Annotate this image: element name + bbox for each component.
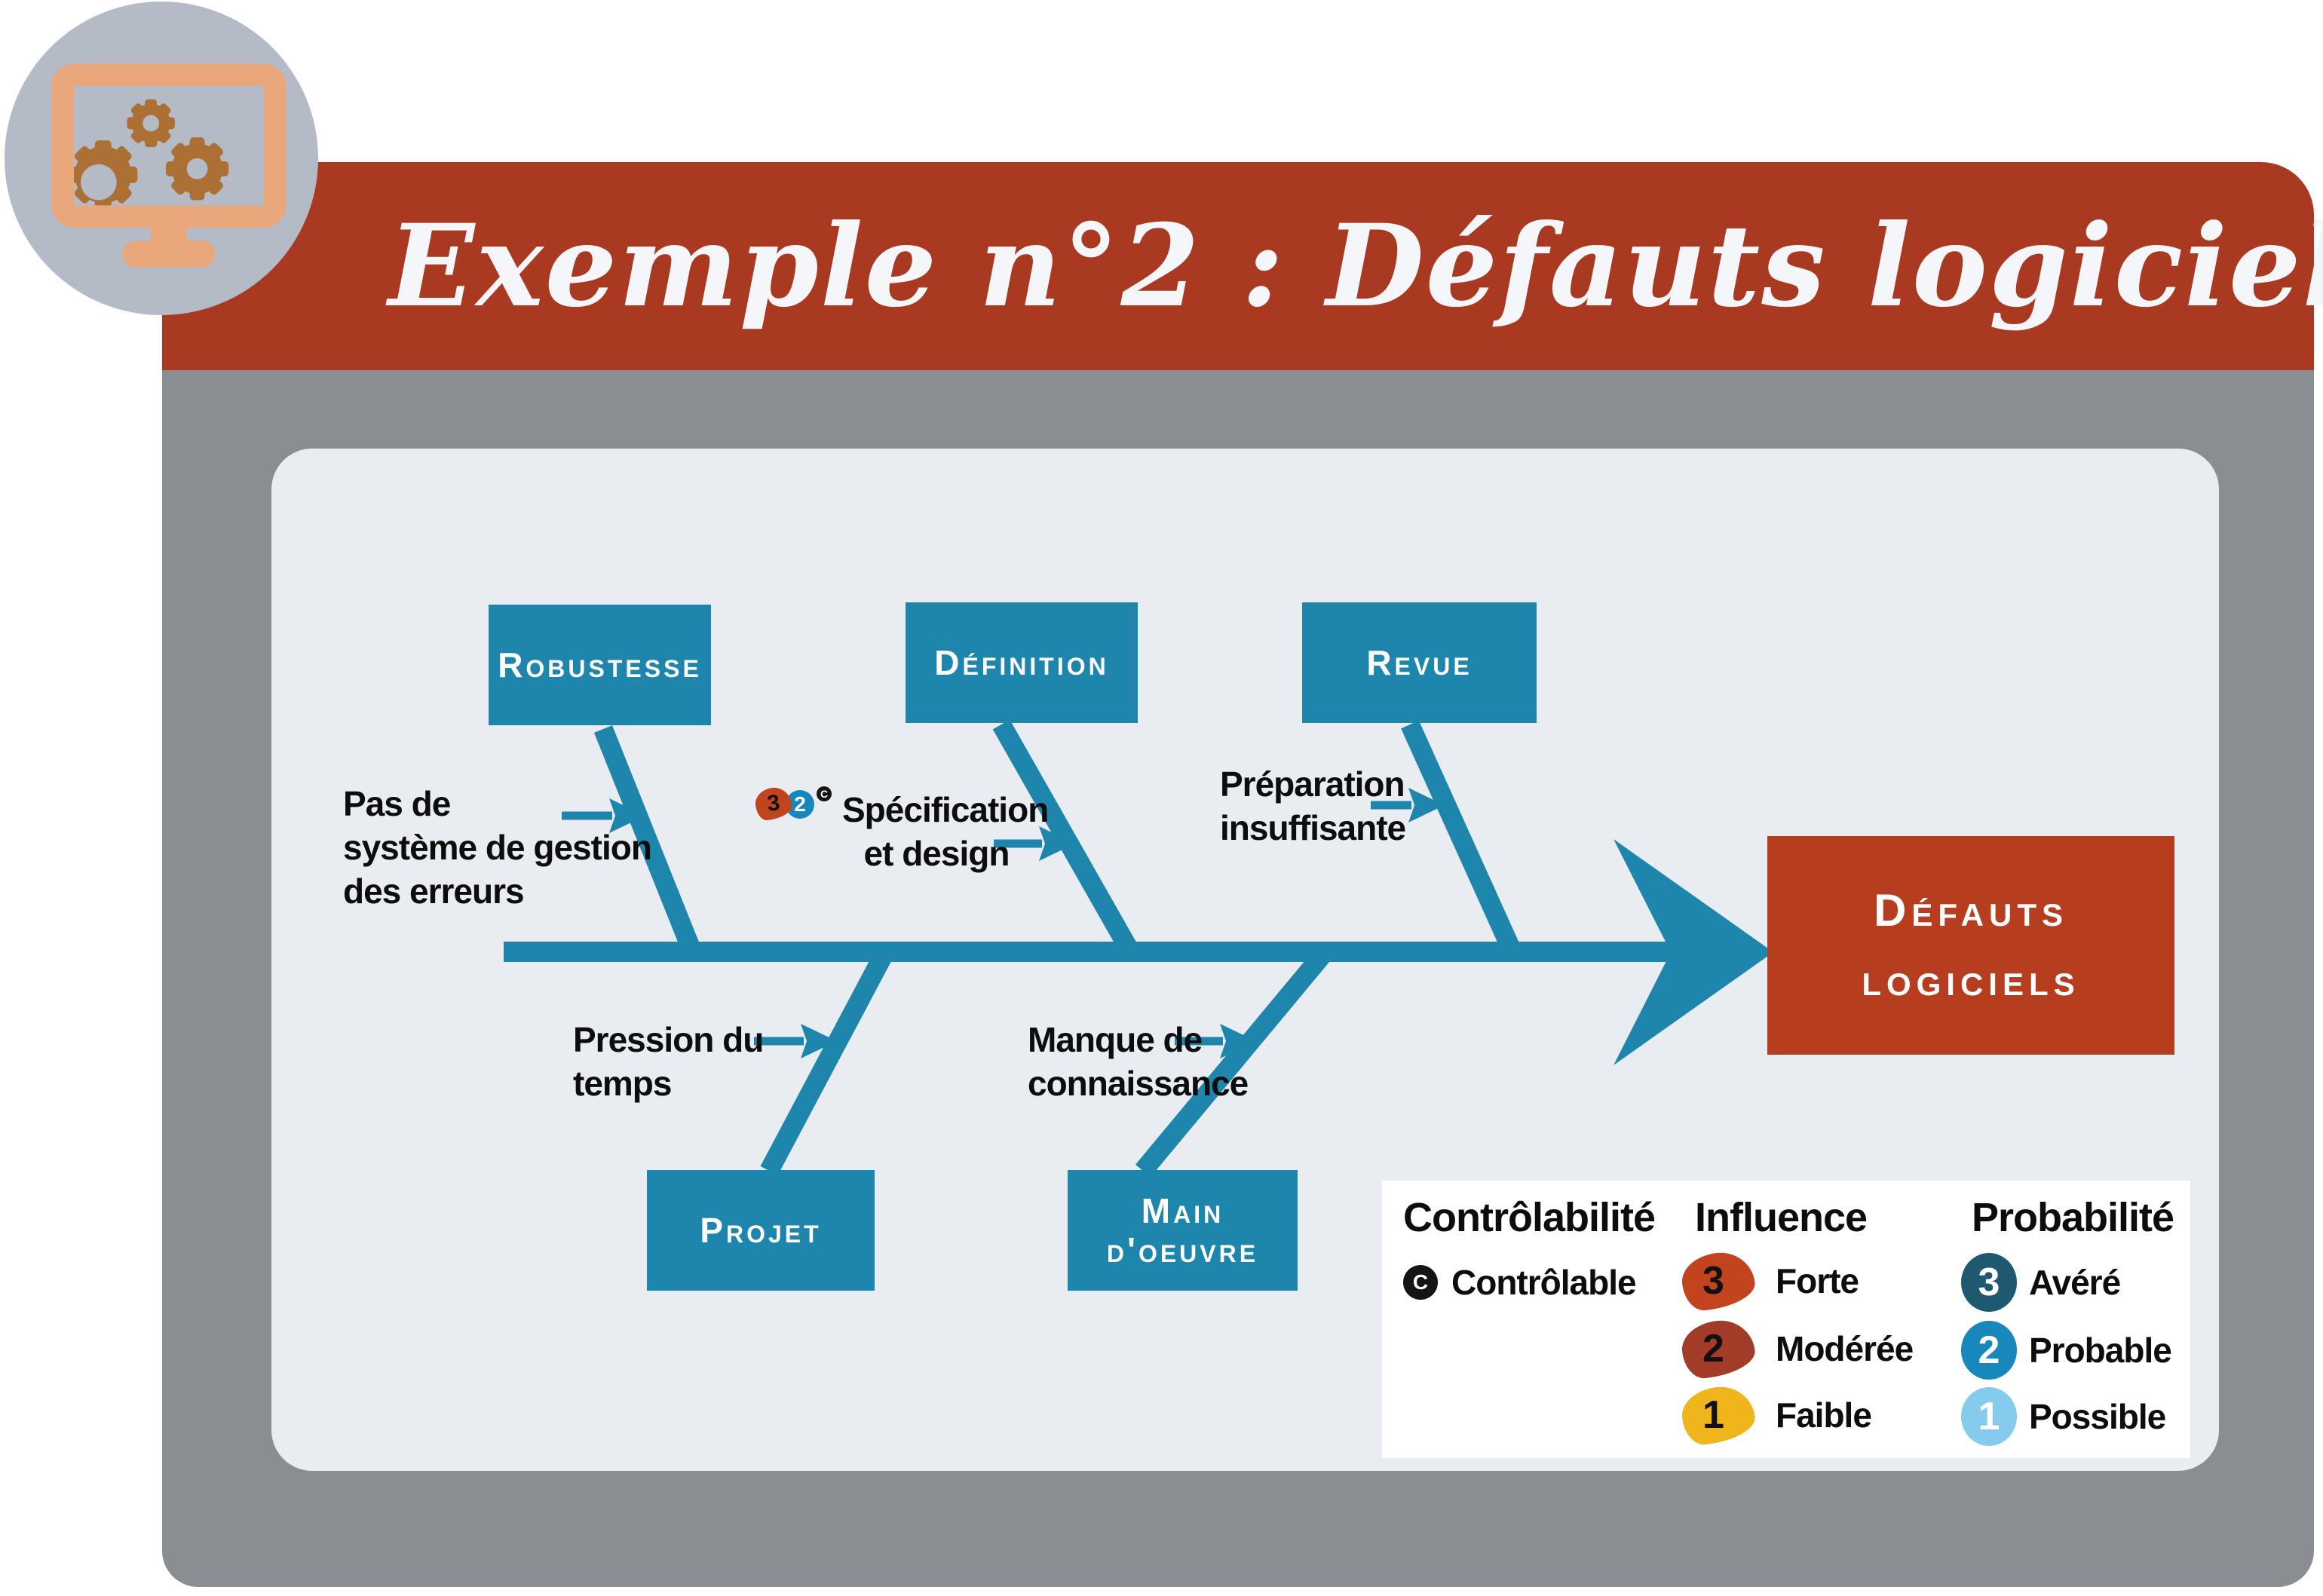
cause-main-doeuvre: Manque de connaissance — [1028, 1018, 1249, 1105]
cause-line: système de gestion — [343, 828, 652, 867]
cause-line: Manque de — [1028, 1020, 1203, 1059]
cause-revue: Préparation insuffisante — [1220, 762, 1406, 850]
category-box-definition: Définition — [906, 602, 1138, 723]
legend-header-controllability: Contrôlabilité — [1403, 1195, 1656, 1240]
cause-arrowhead-icon — [1039, 826, 1075, 861]
cause-robustesse: Pas de système de gestion des erreurs — [343, 782, 652, 913]
diagram-panel: Robustesse Définition Revue Projet Main … — [271, 449, 2219, 1471]
probability-badge: 3 — [1961, 1253, 2017, 1312]
cause-line: temps — [573, 1064, 672, 1103]
legend-row-controllable: C Contrôlable — [1403, 1262, 1637, 1303]
legend-label: Probable — [2029, 1331, 2172, 1370]
effect-box: Défauts logiciels — [1767, 836, 2174, 1055]
legend-label: Modérée — [1776, 1329, 1914, 1368]
badge-value: 2 — [1702, 1327, 1724, 1371]
influence-badge: 2 — [1679, 1317, 1758, 1380]
effect-label: logiciels — [1862, 954, 2080, 1005]
cause-line: Préparation — [1220, 764, 1405, 804]
cause-arrowhead-icon — [609, 798, 645, 833]
category-label: Projet — [700, 1211, 822, 1250]
cause-text: Spécification et design — [842, 788, 1049, 875]
category-box-main-doeuvre: Main d'oeuvre — [1068, 1170, 1298, 1291]
cause-arrowhead-icon — [1408, 788, 1445, 823]
category-label: Revue — [1366, 643, 1473, 682]
legend-header-influence: Influence — [1695, 1195, 1868, 1240]
cause-line: Pression du — [573, 1020, 764, 1059]
fishbone-skeleton — [504, 719, 1773, 1178]
cause-arrowhead-icon — [1220, 1024, 1256, 1058]
badge-value: 1 — [1702, 1393, 1724, 1438]
branch-main-doeuvre — [1135, 941, 1336, 1178]
cause-line: des erreurs — [343, 872, 525, 911]
legend: Contrôlabilité Influence Probabilité C C… — [1382, 1181, 2190, 1458]
badge-value: 3 — [1702, 1259, 1724, 1303]
app-badge — [5, 2, 318, 315]
legend-label: Possible — [2029, 1397, 2166, 1436]
influence-badge: 3 — [1679, 1249, 1758, 1313]
influence-badge: 1 — [1679, 1383, 1758, 1447]
page-title: Exemple n°2 : Défauts logiciel — [388, 200, 2323, 332]
branch-revue — [1401, 720, 1523, 960]
cause-arrowhead-icon — [801, 1024, 837, 1058]
cause-line: Spécification — [842, 790, 1049, 829]
influence-badge: 3 — [753, 786, 794, 822]
controllable-icon: C — [1403, 1265, 1438, 1300]
category-box-revue: Revue — [1302, 602, 1537, 723]
category-label: Définition — [934, 643, 1109, 682]
category-box-projet: Projet — [647, 1170, 875, 1291]
legend-label: Avéré — [2029, 1263, 2121, 1302]
effect-label: Défauts — [1873, 885, 2068, 936]
legend-row-influence-forte: 3 Forte — [1679, 1249, 1859, 1313]
legend-row-probability-probable: 2 Probable — [1961, 1321, 2172, 1380]
legend-header-probability: Probabilité — [1972, 1195, 2174, 1240]
title-bar: Exemple n°2 : Défauts logiciel — [162, 162, 2323, 370]
cause-line: Pas de — [343, 784, 451, 823]
legend-label: Contrôlable — [1451, 1263, 1637, 1302]
category-label: Robustesse — [498, 645, 702, 685]
monitor-gears-icon — [51, 63, 287, 268]
category-label: d'oeuvre — [1106, 1230, 1259, 1270]
legend-row-influence-moderee: 2 Modérée — [1679, 1317, 1914, 1380]
legend-label: Forte — [1776, 1261, 1859, 1300]
controllable-icon: C — [817, 786, 832, 801]
monitor-icon — [51, 63, 287, 268]
branch-projet — [760, 942, 896, 1176]
legend-row-influence-faible: 1 Faible — [1679, 1383, 1872, 1447]
category-box-robustesse: Robustesse — [489, 605, 711, 725]
category-label: Main — [1141, 1191, 1224, 1230]
legend-row-probability-possible: 1 Possible — [1961, 1387, 2166, 1446]
cause-definition: 3 2 C Spécification et design — [753, 786, 1049, 875]
legend-label: Faible — [1776, 1395, 1872, 1435]
branch-robustesse — [593, 725, 703, 959]
spine-arrowhead-icon — [1614, 839, 1773, 1065]
legend-row-probability-avere: 3 Avéré — [1961, 1253, 2121, 1312]
probability-badge: 2 — [1961, 1321, 2017, 1380]
cause-line: connaissance — [1028, 1064, 1249, 1103]
cause-projet: Pression du temps — [573, 1018, 764, 1105]
cause-line: et design — [863, 834, 1010, 873]
gear-icon — [73, 99, 229, 207]
cause-line: insuffisante — [1220, 808, 1406, 847]
gears-group — [73, 99, 229, 207]
probability-badge: 1 — [1961, 1387, 2017, 1446]
